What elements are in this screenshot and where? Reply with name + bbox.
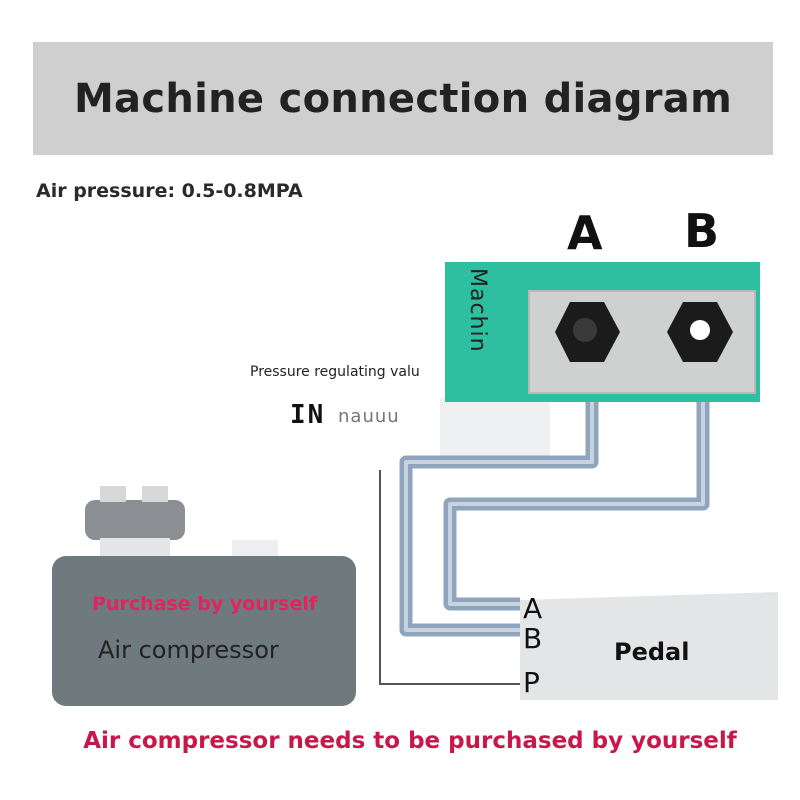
bottom-note: Air compressor needs to be purchased by …	[83, 728, 737, 754]
in-blur-text: nauuu	[338, 406, 400, 427]
pedal-body	[520, 592, 778, 700]
hose-p	[379, 470, 520, 685]
compressor-outlet	[232, 540, 278, 558]
port-a-hose-end	[573, 318, 597, 342]
air-compressor	[52, 556, 356, 706]
compressor-valve-knob-right	[142, 486, 168, 502]
air-pressure-note: Air pressure: 0.5-0.8MPA	[36, 180, 303, 202]
hose-a-highlight	[404, 372, 594, 632]
pedal-port-b: B	[523, 622, 543, 655]
hose-b-highlight	[448, 342, 705, 606]
compressor-valve-cap	[85, 500, 185, 540]
machine-label: Machin	[465, 268, 490, 353]
compressor-valve-knob-left	[100, 486, 126, 502]
pedal-port-p: P	[523, 666, 540, 699]
port-b-opening	[690, 320, 710, 340]
purchase-by-yourself-label: Purchase by yourself	[92, 593, 318, 615]
pressure-regulating-valve-label: Pressure regulating valu	[250, 364, 420, 380]
machine-port-a-label: A	[567, 206, 603, 260]
pedal-label: Pedal	[614, 638, 690, 666]
title-bar	[33, 42, 773, 155]
page-title: Machine connection diagram	[73, 75, 733, 122]
air-compressor-label: Air compressor	[98, 636, 279, 664]
in-label: IN	[290, 400, 326, 430]
pedal-port-a: A	[523, 592, 543, 625]
pressure-regulating-valve	[440, 398, 550, 458]
compressor-valve-neck	[100, 538, 170, 556]
machine-port-b-label: B	[684, 204, 720, 258]
